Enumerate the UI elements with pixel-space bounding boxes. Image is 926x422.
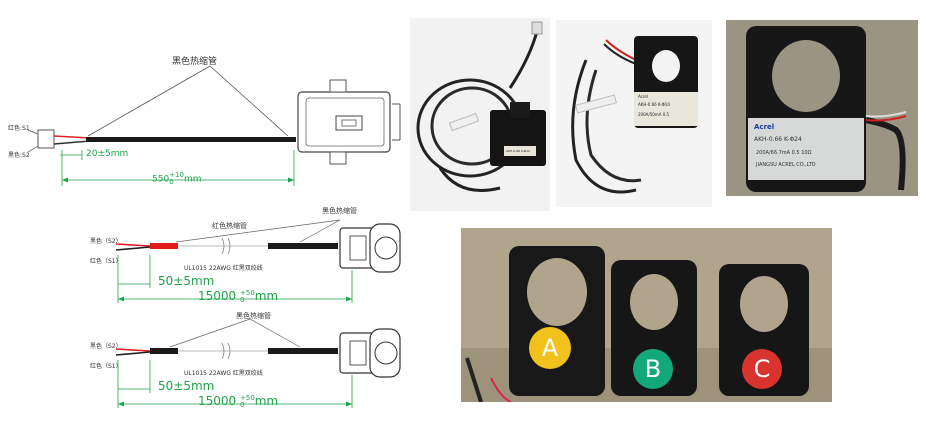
sensor-spec: 200A/50mA 0.5 — [638, 112, 670, 117]
ct-sensor-drawing — [339, 223, 401, 273]
wire-spec-label: UL1015 22AWG 红黑双绞线 — [184, 370, 263, 377]
black-heat-shrink-label: 黑色热缩管 — [322, 207, 357, 215]
sensor-brand: Acrel — [754, 123, 775, 131]
red-s1-label: 红色（S1） — [90, 363, 122, 370]
leader-line — [87, 65, 211, 137]
leader-line — [209, 65, 289, 137]
sensor-model: AKH-0.66 K-Φ10 — [638, 102, 670, 107]
black-heat-shrink — [268, 243, 338, 249]
photo-ct-sensors-abc: A B C — [461, 228, 832, 402]
black-heat-shrink-short — [150, 348, 178, 354]
diagram-1-drawing — [27, 65, 401, 186]
sensor-model: AKH-0.66 K-Φ24 — [754, 136, 802, 143]
red-wire — [53, 135, 91, 139]
black-wire — [53, 140, 91, 145]
photo-ct-sensor-large: Acrel AKH-0.66 K-Φ24 200A/66.7mA 0.5 10Ω… — [726, 20, 918, 196]
black-heat-shrink-label: 黑色热缩管 — [236, 312, 271, 320]
ct-sensor-drawing — [339, 328, 401, 378]
phase-b-badge: B — [633, 349, 673, 389]
break-mark — [221, 342, 231, 360]
short-dim-text: 20±5mm — [86, 149, 129, 159]
connector-pin — [27, 129, 39, 135]
phase-c-badge: C — [742, 349, 782, 389]
ct-sensor-illustration — [726, 20, 918, 196]
red-heat-shrink-label: 红色热缩管 — [212, 222, 247, 230]
short-dim-text: 50±5mm — [158, 274, 215, 288]
black-cable — [86, 137, 296, 142]
phase-a-badge: A — [529, 327, 571, 369]
black-s2-label: 黑色:S2 — [8, 152, 30, 159]
heat-shrink-label: 黑色热缩管 — [172, 57, 218, 67]
ct-sensor-drawing — [297, 79, 401, 165]
cable-coil-illustration — [571, 36, 698, 194]
black-s2-label: 黑色（S2） — [90, 238, 122, 245]
black-s2-label: 黑色（S2） — [90, 343, 122, 350]
photo-ct-sensor-small-1: AKH-0.66 K-Φ10 — [410, 18, 550, 211]
black-heat-shrink — [268, 348, 338, 354]
diagram-2-drawing — [115, 219, 401, 303]
sensor-brand: Acrel — [638, 94, 648, 99]
sensor-spec: 200A/66.7mA 0.5 10Ω — [756, 150, 812, 156]
red-heat-shrink — [150, 243, 178, 249]
red-s1-label: 红色（S1） — [90, 258, 122, 265]
cable-coil-illustration — [416, 21, 546, 192]
terminal-connector — [37, 129, 55, 149]
wire-spec-label: UL1015 22AWG 红黑双绞线 — [184, 265, 263, 272]
red-s1-label: 红色:S1 — [8, 125, 30, 132]
diagram-3-drawing — [115, 318, 401, 408]
break-mark — [221, 237, 231, 255]
photo-ct-sensor-small-2: Acrel AKH-0.66 K-Φ10 200A/50mA 0.5 — [556, 20, 712, 207]
connector-pin — [27, 145, 39, 153]
sensor-label: AKH-0.66 K-Φ10 — [506, 149, 530, 153]
short-dim-text: 50±5mm — [158, 379, 215, 393]
sensor-company: JIANGSU ACREL CO.,LTD — [756, 162, 816, 168]
ct-sensors-illustration — [461, 228, 832, 402]
